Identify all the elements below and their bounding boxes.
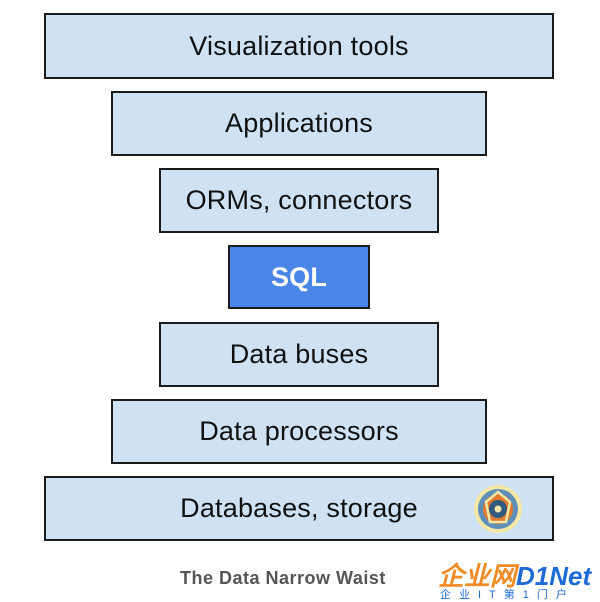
layer-applications: Applications <box>111 91 487 156</box>
watermark-subtitle: 企业IT第1门户 <box>440 589 575 601</box>
layer-databases-storage: Databases, storage <box>44 476 554 541</box>
layer-sql: SQL <box>228 245 370 309</box>
watermark-brand-en: D1Net <box>516 561 592 591</box>
layer-data-processors: Data processors <box>111 399 487 464</box>
layer-orms-connectors: ORMs, connectors <box>159 168 439 233</box>
circular-badge-icon <box>474 485 522 533</box>
diagram-caption: The Data Narrow Waist <box>180 568 386 588</box>
watermark-logo: 企业网D1Net 企业IT第1门户 <box>438 556 600 601</box>
watermark-brand-cn: 企业网 <box>438 561 517 591</box>
layer-data-buses: Data buses <box>159 322 439 387</box>
layer-visualization-tools: Visualization tools <box>44 13 554 79</box>
